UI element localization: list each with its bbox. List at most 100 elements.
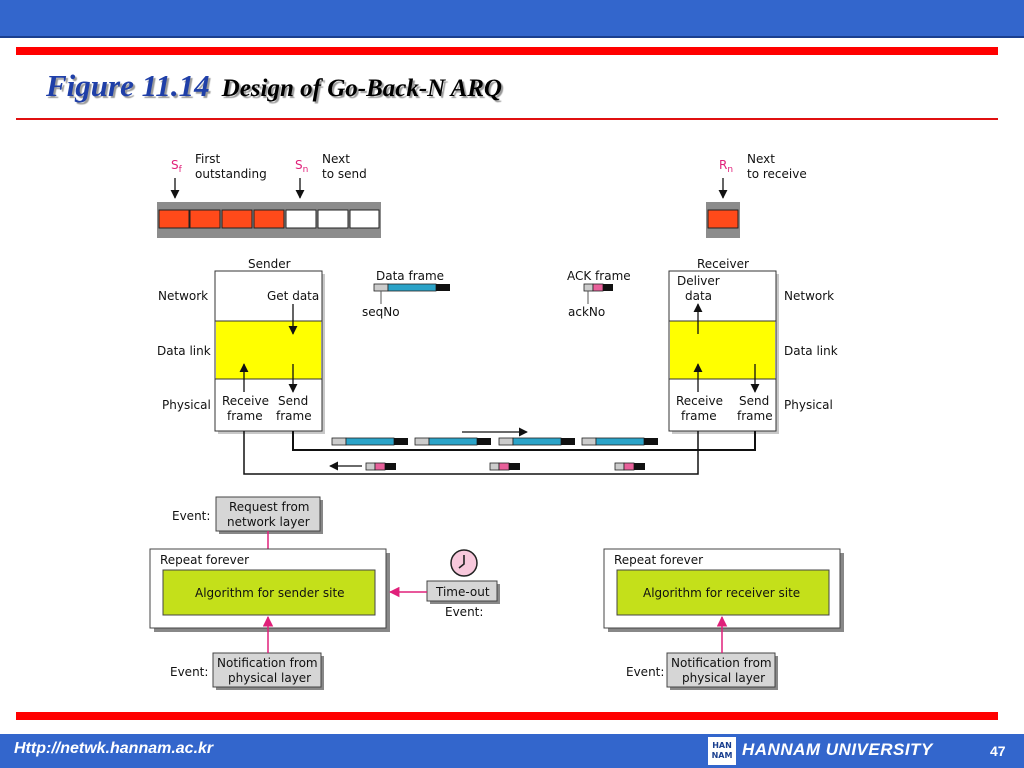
sender-events: Event: Request from network layer Repeat… <box>149 496 500 690</box>
data-frame-label: Data frame <box>376 269 444 283</box>
deliver-data-line-1: Deliver <box>677 274 720 288</box>
data-frame-payload <box>387 283 437 292</box>
sender-send-frame-line-1: Send <box>278 394 308 408</box>
forward-channel-line <box>292 431 756 451</box>
figure-caption: Design of Go-Back-N ARQ <box>221 75 502 102</box>
receiver-stack: Receiver Network Data link Physical Deli… <box>668 257 838 434</box>
receiver-algorithm-box <box>616 569 830 616</box>
timeout-box <box>426 580 498 602</box>
rn-text-line-2: to receive <box>747 167 807 181</box>
request-box <box>215 496 321 532</box>
sf-pointer-label: Sf <box>171 158 183 175</box>
receiver-data-link-layer <box>670 321 775 379</box>
ack-frame-number <box>592 283 604 292</box>
receiver-notification-event-label: Event: <box>626 665 664 679</box>
sender-notification-line-2: physical layer <box>228 671 311 685</box>
receiver-notification-line-2: physical layer <box>682 671 765 685</box>
frame-legend: Data frame seqNo ACK frame ackNo <box>362 269 631 319</box>
sender-notification-box <box>212 652 322 688</box>
data-frame-header <box>373 283 389 292</box>
timeout-event-label: Event: <box>445 605 483 619</box>
sender-notification-event-label: Event: <box>170 665 208 679</box>
slide-title: Figure 11.14 Design of Go-Back-N ARQ <box>46 68 502 104</box>
receiver-events: Repeat forever Algorithm for receiver si… <box>603 548 844 690</box>
request-line-2: network layer <box>227 515 310 529</box>
deliver-data-line-2: data <box>685 289 712 303</box>
data-frame-in-transit <box>498 437 575 446</box>
sender-stack: Sender Network Data link Physical Get da… <box>157 257 325 434</box>
sf-text-line-1: First <box>195 152 221 166</box>
receiver-notification-line-1: Notification from <box>671 656 772 670</box>
receiver-send-frame-line-2: frame <box>737 409 773 423</box>
receiver-window: Rn Next to receive <box>706 152 807 238</box>
window-slot-outstanding <box>189 209 221 229</box>
receiver-receive-frame-line-2: frame <box>681 409 717 423</box>
page-number: 47 <box>990 743 1006 759</box>
receiver-physical-label: Physical <box>784 398 833 412</box>
data-frame-trailer <box>436 284 450 291</box>
sender-repeat-label: Repeat forever <box>160 553 249 567</box>
sender-receive-frame-line-1: Receive <box>222 394 269 408</box>
data-frame-in-transit <box>414 437 491 446</box>
receiver-send-frame-line-1: Send <box>739 394 769 408</box>
data-frame-in-transit <box>331 437 408 446</box>
receiver-repeat-label: Repeat forever <box>614 553 703 567</box>
sender-algorithm-box <box>162 569 376 616</box>
receiver-notification-box <box>666 652 776 688</box>
sf-text-line-2: outstanding <box>195 167 267 181</box>
get-data-label: Get data <box>267 289 319 303</box>
sender-algorithm-label: Algorithm for sender site <box>195 586 345 600</box>
top-banner-edge <box>0 36 1024 38</box>
ack-frame-header <box>583 283 594 292</box>
sender-title: Sender <box>248 257 291 271</box>
receiver-network-label: Network <box>784 289 834 303</box>
window-slot-available <box>317 209 349 229</box>
title-underline <box>16 118 998 120</box>
bottom-red-rule <box>16 712 998 720</box>
sender-network-label: Network <box>158 289 208 303</box>
clock-hands-icon <box>458 555 465 569</box>
ack-frame-in-transit <box>614 462 645 471</box>
reverse-channel-line <box>243 431 699 475</box>
sender-window: Sf First outstanding Sn Next to send <box>157 152 381 238</box>
sender-physical-label: Physical <box>162 398 211 412</box>
receiver-receive-frame-line-1: Receive <box>676 394 723 408</box>
window-slot-outstanding <box>253 209 285 229</box>
ack-frame-trailer <box>603 284 613 291</box>
timeout-label: Time-out <box>435 585 490 599</box>
sender-data-link-layer <box>216 321 321 379</box>
sn-text-line-1: Next <box>322 152 350 166</box>
ackno-label: ackNo <box>568 305 605 319</box>
data-frame-in-transit <box>581 437 658 446</box>
window-slot-outstanding <box>221 209 253 229</box>
top-banner <box>0 0 1024 36</box>
university-name: HANNAM UNIVERSITY <box>742 740 933 759</box>
receiver-algorithm-label: Algorithm for receiver site <box>643 586 800 600</box>
request-line-1: Request from <box>229 500 309 514</box>
footer-url[interactable]: Http://netwk.hannam.ac.kr <box>14 740 214 757</box>
window-slot-outstanding <box>158 209 190 229</box>
ack-frame-in-transit <box>365 462 396 471</box>
sender-data-link-label: Data link <box>157 344 211 358</box>
ack-frame-label: ACK frame <box>567 269 631 283</box>
ack-frame-in-transit <box>489 462 520 471</box>
receiver-title: Receiver <box>697 257 749 271</box>
figure-number: Figure 11.14 <box>46 68 210 103</box>
rn-pointer-label: Rn <box>719 158 733 175</box>
rn-text-line-1: Next <box>747 152 775 166</box>
sender-receive-frame-line-2: frame <box>227 409 263 423</box>
sn-pointer-label: Sn <box>295 158 308 175</box>
seqno-label: seqNo <box>362 305 400 319</box>
window-slot-available <box>285 209 317 229</box>
sn-text-line-2: to send <box>322 167 367 181</box>
sender-send-frame-line-2: frame <box>276 409 312 423</box>
sender-notification-line-1: Notification from <box>217 656 318 670</box>
receiver-window-slot <box>707 209 739 229</box>
window-slot-available <box>349 209 380 229</box>
request-event-label: Event: <box>172 509 210 523</box>
top-red-rule <box>16 47 998 55</box>
receiver-data-link-label: Data link <box>784 344 838 358</box>
